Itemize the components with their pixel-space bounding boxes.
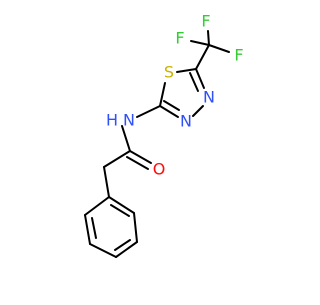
bond-ch2-phenyl [103,166,110,198]
thiadiazole-ring [159,68,205,118]
atom-f-left: F [175,29,184,48]
atom-n-amide: N [123,111,135,130]
atom-h-amide: H [106,111,118,130]
bond-n3-c2-double [163,100,180,111]
bond-s-c2 [159,82,166,107]
bond-c2-nh [136,105,161,118]
bond-n4-n3 [192,105,204,117]
bond-ph-4 [89,243,117,258]
phenyl-ring [84,196,138,258]
amide-linkage [103,105,161,198]
bond-carbonyl-o [129,150,152,164]
atom-n-ring-bottom: N [180,112,192,131]
bond-cf3-ring [195,44,210,70]
bond-c-f-top [207,30,210,46]
bond-ph-1-inner [110,204,130,217]
cf3-group [190,30,230,70]
bond-c5-n4-double [189,72,199,92]
bond-ph-1 [108,196,135,214]
bond-c5-n4 [195,68,205,89]
atom-sulfur: S [164,63,174,82]
bond-carbonyl-ch2 [103,150,131,168]
atom-n-ring-right: N [203,88,215,107]
bond-n3-c2 [159,105,179,118]
bond-ph-5-inner [91,217,97,239]
bond-c5-s [176,68,197,73]
bond-ph-5 [84,214,91,245]
bond-c-f-right [208,44,230,53]
chemical-structure: F F F S N N N H O [84,12,244,258]
bond-nh-carbonyl [121,125,131,152]
bond-c-f-left [190,40,210,46]
atom-labels: F F F S N N N H O [106,12,244,179]
bond-carbonyl-o-double [126,156,149,170]
atom-oxygen: O [153,160,166,179]
structure-canvas: F F F S N N N H O [84,12,244,258]
bond-ph-3-inner [114,239,131,251]
atom-f-top: F [201,12,210,31]
bond-ph-3 [115,241,138,258]
atom-f-right: F [234,46,243,65]
bond-ph-2 [133,212,138,243]
bond-ph-6 [84,196,110,216]
